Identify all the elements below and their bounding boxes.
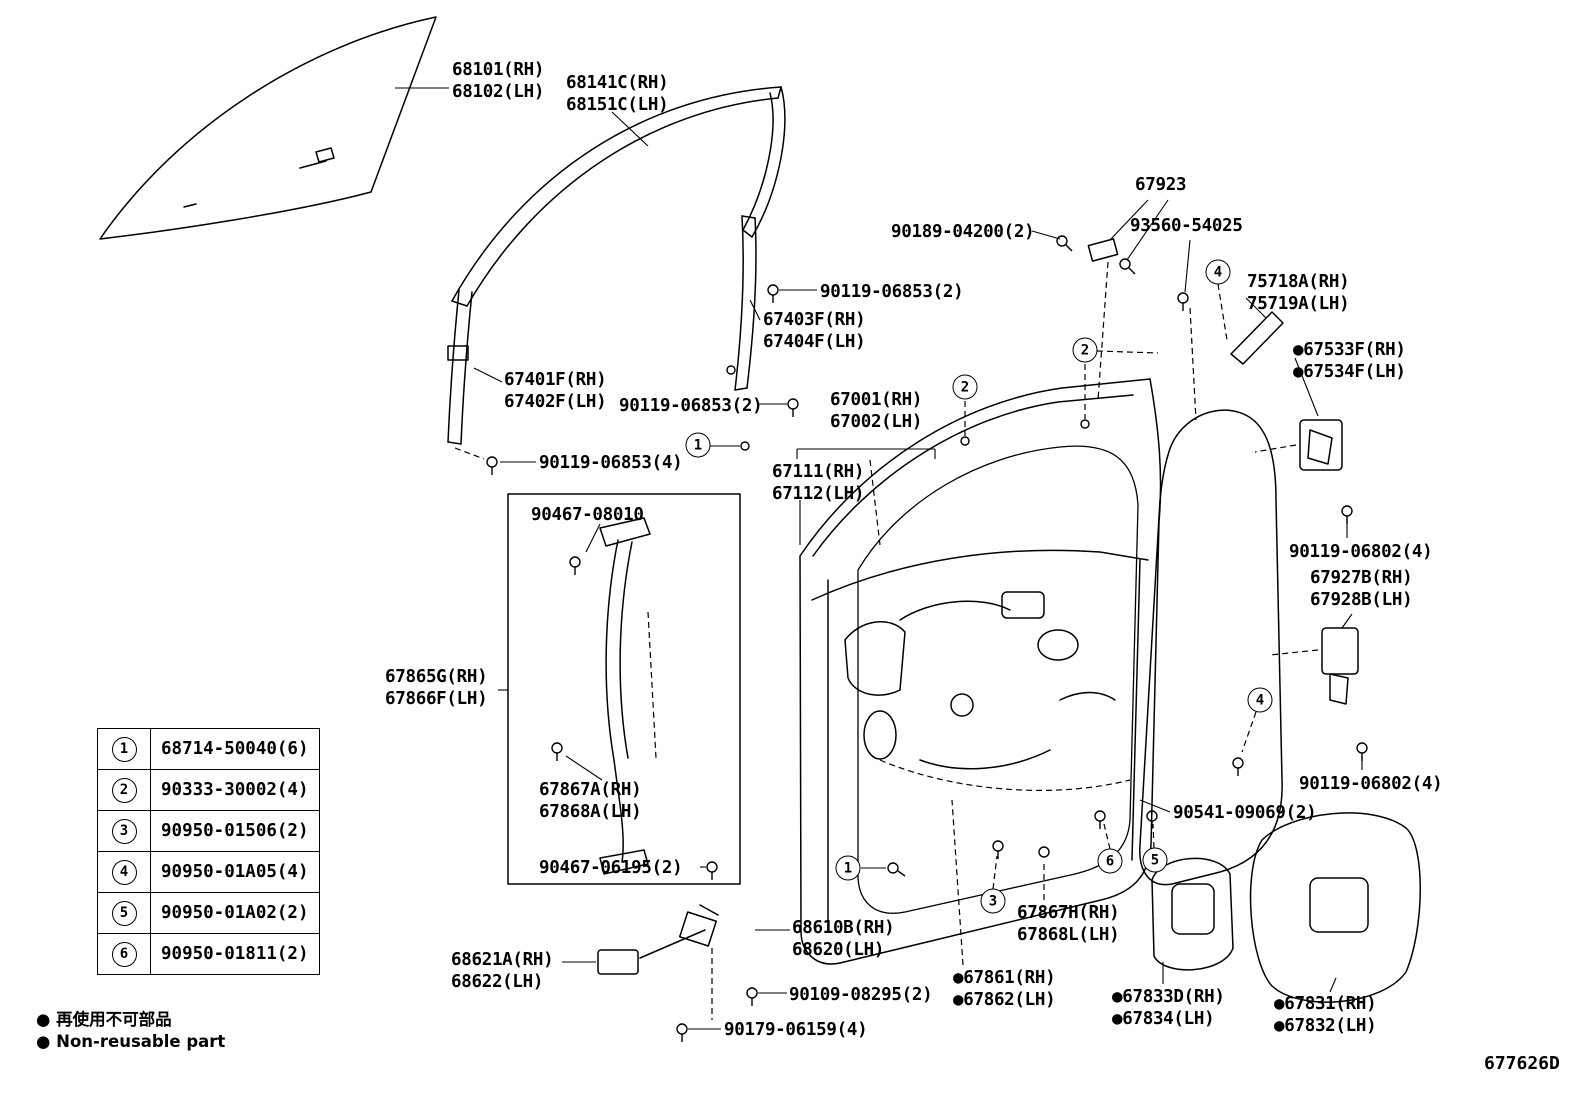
part-label: ●67861(RH) ●67862(LH) [953,968,1056,1010]
part-label: 90467-06195(2) [539,858,683,878]
part-label: 90119-06853(2) [820,282,964,302]
legend-part-number: 90950-01A05(4) [150,851,320,893]
part-label: 67867H(RH) 67868L(LH) [1017,903,1120,945]
legend-part-number: 68714-50040(6) [150,728,320,770]
part-label: 68101(RH) 68102(LH) [452,60,545,102]
diagram-code: 677626D [1484,1053,1560,1074]
legend-row: 4 90950-01A05(4) [97,851,320,893]
legend-row: 6 90950-01811(2) [97,933,320,975]
part-label: 68610B(RH) 68620(LH) [792,918,895,960]
note-non-reusable-en: ● Non-reusable part [36,1032,226,1051]
legend-circled-number: 4 [111,859,137,885]
part-label: 68141C(RH) 68151C(LH) [566,73,669,115]
legend-part-number: 90950-01A02(2) [150,892,320,934]
part-label: 90467-08010 [531,505,644,525]
part-label: 90119-06853(4) [539,453,683,473]
part-label: 90109-08295(2) [789,985,933,1005]
part-label: 67001(RH) 67002(LH) [830,390,923,432]
circled-number-callout: 4 [1205,259,1231,285]
part-label: 90541-09069(2) [1173,803,1317,823]
part-label: 90189-04200(2) [891,222,1035,242]
part-label: 93560-54025 [1130,216,1243,236]
part-label: 90119-06802(4) [1299,774,1443,794]
legend-row: 2 90333-30002(4) [97,769,320,811]
part-label: 90119-06802(4) [1289,542,1433,562]
legend-part-number: 90950-01506(2) [150,810,320,852]
legend-circled-number: 1 [111,736,137,762]
part-label: ●67533F(RH) ●67534F(LH) [1293,340,1406,382]
part-label: 67927B(RH) 67928B(LH) [1310,568,1413,610]
part-label: 75718A(RH) 75719A(LH) [1247,272,1350,314]
circled-number-callout: 6 [1097,848,1123,874]
part-label: 67401F(RH) 67402F(LH) [504,370,607,412]
note-non-reusable-jp: ● 再使用不可部品 [36,1010,172,1029]
part-label: 67867A(RH) 67868A(LH) [539,780,642,822]
part-label: 90179-06159(4) [724,1020,868,1040]
part-label: 90119-06853(2) [619,396,763,416]
circled-number-callout: 5 [1142,847,1168,873]
circled-number-callout: 2 [952,374,978,400]
part-label: ●67831(RH) ●67832(LH) [1274,994,1377,1036]
part-label: 67865G(RH) 67866F(LH) [385,667,488,709]
legend-circled-number: 5 [111,900,137,926]
circled-number-callout: 4 [1247,687,1273,713]
circled-number-callout: 1 [835,855,861,881]
part-label: 68621A(RH) 68622(LH) [451,950,554,992]
circled-number-callout: 1 [685,432,711,458]
legend-row: 3 90950-01506(2) [97,810,320,852]
circled-number-callout: 3 [980,888,1006,914]
legend-circled-number: 3 [111,818,137,844]
legend-part-number: 90333-30002(4) [150,769,320,811]
circled-number-callout: 2 [1072,337,1098,363]
part-label: 67403F(RH) 67404F(LH) [763,310,866,352]
legend-row: 5 90950-01A02(2) [97,892,320,934]
legend-table: 1 68714-50040(6) 2 90333-30002(4) 3 9095… [97,728,320,975]
part-label: ●67833D(RH) ●67834(LH) [1112,987,1225,1029]
legend-circled-number: 2 [111,777,137,803]
part-label: 67111(RH) 67112(LH) [772,462,865,504]
part-label: 67923 [1135,175,1187,195]
legend-circled-number: 6 [111,941,137,967]
legend-row: 1 68714-50040(6) [97,728,320,770]
legend-part-number: 90950-01811(2) [150,933,320,975]
